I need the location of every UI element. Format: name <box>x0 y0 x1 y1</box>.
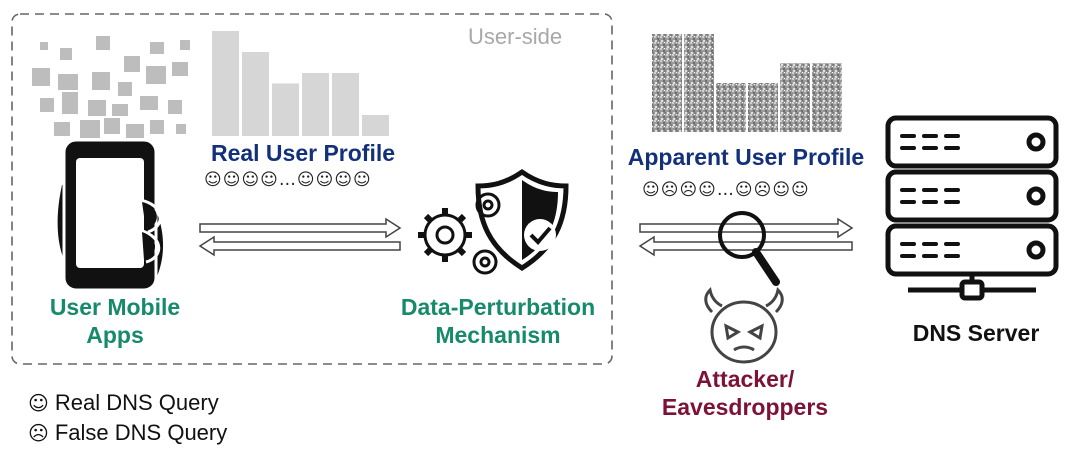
apparent-profile-bar-6 <box>812 63 842 132</box>
legend-false: ☹False DNS Query <box>28 420 227 446</box>
real-profile-bar-2 <box>242 52 269 136</box>
mechanism-label: Data-Perturbation Mechanism <box>378 294 618 349</box>
right-bidirectional-arrow <box>638 217 854 257</box>
legend-real: ☺Real DNS Query <box>28 390 219 416</box>
user-apps-label-line1: User Mobile <box>49 294 181 320</box>
apparent-profile-bar-2 <box>684 34 714 132</box>
attacker-label-line1: Attacker/ <box>695 366 795 392</box>
phone-hand-icon <box>57 138 164 292</box>
magnifier-icon <box>718 211 780 286</box>
real-profile-bar-3 <box>272 83 299 136</box>
frown-face-icon: ☹ <box>28 421 49 445</box>
smile-face-icon: ☺ <box>28 391 49 415</box>
legend-real-text: Real DNS Query <box>54 390 219 415</box>
legend-false-text: False DNS Query <box>54 420 228 445</box>
real-profile-bar-1 <box>212 31 239 136</box>
apparent-profile-bar-3 <box>716 83 746 132</box>
mechanism-label-line2: Mechanism <box>435 321 561 348</box>
user-side-label: User-side <box>468 24 563 49</box>
apparent-profile-chart <box>652 34 842 132</box>
real-profile-chart <box>212 31 389 136</box>
apparent-profile-bar-4 <box>748 83 778 132</box>
left-bidirectional-arrow <box>198 217 402 257</box>
apparent-query-sequence: ☺☹☹☺…☺☹☺☺ <box>642 180 810 200</box>
user-apps-label-line2: Apps <box>86 321 144 348</box>
devil-icon <box>704 286 784 364</box>
real-profile-label: Real User Profile <box>210 140 396 166</box>
real-profile-bar-4 <box>302 73 329 136</box>
mechanism-label-line1: Data-Perturbation <box>400 294 596 320</box>
app-icons-cloud <box>32 36 190 156</box>
real-profile-bar-5 <box>332 73 359 136</box>
dns-server-icon <box>885 115 1059 301</box>
real-query-sequence: ☺☺☺☺…☺☺☺☺ <box>204 170 372 190</box>
dns-server-label: DNS Server <box>912 320 1040 346</box>
user-side-region <box>11 13 613 365</box>
apparent-profile-label: Apparent User Profile <box>627 144 865 170</box>
attacker-label: Attacker/ Eavesdroppers <box>650 366 840 421</box>
apparent-profile-bar-1 <box>652 34 682 132</box>
user-apps-label: User Mobile Apps <box>20 294 210 349</box>
attacker-label-line2: Eavesdroppers <box>661 393 829 420</box>
real-profile-bar-6 <box>362 115 389 136</box>
shield-check-icon <box>475 168 569 271</box>
apparent-profile-bar-5 <box>780 63 810 132</box>
